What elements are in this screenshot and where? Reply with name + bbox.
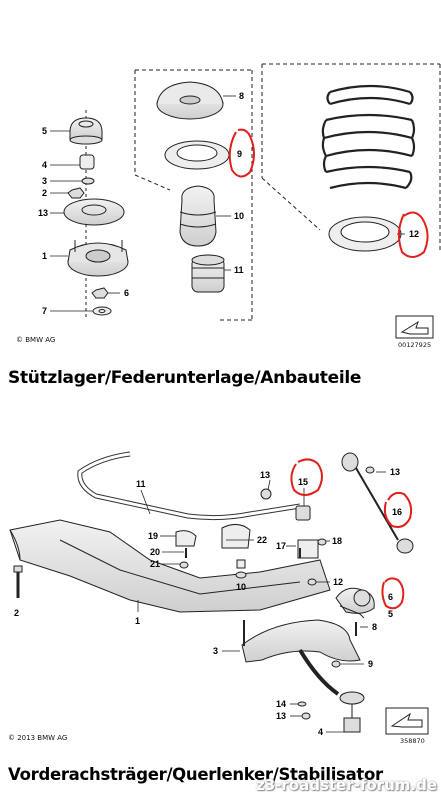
front-axle-carrier <box>9 519 331 613</box>
part-9-spring-pad <box>164 140 230 170</box>
label-part-18: 18 <box>332 536 342 546</box>
top-diagram <box>50 63 441 321</box>
label-part-12: 12 <box>409 229 419 239</box>
circle-mark-part-16 <box>383 491 413 528</box>
label-part-13: 13 <box>38 208 48 218</box>
part-18-nut <box>317 538 327 546</box>
circle-mark-part-12 <box>398 211 429 258</box>
part-13-plate <box>63 198 125 226</box>
part-12-nut <box>307 578 317 586</box>
copyright-top: © BMW AG <box>16 336 56 344</box>
label-part-8: 8 <box>372 622 377 632</box>
direction-arrow-icon-top <box>395 315 434 339</box>
part-1-support-bearing <box>67 240 129 277</box>
part-21-nut <box>179 561 189 569</box>
part-2-nut <box>67 187 85 199</box>
label-part-5: 5 <box>42 126 47 136</box>
label-part-13-c: 13 <box>276 711 286 721</box>
red-annotations-top <box>228 128 429 258</box>
caption-top: Stützlager/Federunterlage/Anbauteile <box>8 368 362 388</box>
dashed-frame-middle <box>134 69 253 321</box>
part-12-lower-spring-pad <box>328 216 402 252</box>
part-13-bushing <box>260 488 272 500</box>
part-6-rubber-mount <box>335 587 375 614</box>
label-part-7: 7 <box>42 306 47 316</box>
red-annotations-bottom <box>290 458 413 610</box>
label-part-14: 14 <box>276 699 286 709</box>
part-5-mount-cap <box>69 117 103 145</box>
label-part-9: 9 <box>368 659 373 669</box>
part-5-bracket <box>339 605 365 619</box>
label-part-22: 22 <box>257 535 267 545</box>
part-3-control-arm <box>241 619 361 663</box>
label-part-10: 10 <box>234 211 244 221</box>
label-part-3: 3 <box>213 646 218 656</box>
leader-lines <box>50 95 405 312</box>
part-8-upper-spring-seat <box>156 81 224 120</box>
part-11-dust-boot <box>191 254 225 293</box>
doc-number-bottom: 358870 <box>400 737 425 745</box>
label-part-2: 2 <box>42 188 47 198</box>
circle-mark-part-15 <box>290 458 323 496</box>
label-part-1: 1 <box>135 616 140 626</box>
label-part-19: 19 <box>148 531 158 541</box>
part-3-washer <box>81 177 95 185</box>
coil-spring <box>321 84 416 190</box>
label-part-21: 21 <box>150 559 160 569</box>
part-14-washer <box>297 701 307 707</box>
circle-mark-part-9 <box>228 128 255 178</box>
part-19-bushing <box>175 530 197 547</box>
part-16-stabilizer-link <box>341 452 414 554</box>
part-22-clamp <box>221 524 251 549</box>
part-6-nut <box>91 287 109 299</box>
label-part-12: 12 <box>333 577 343 587</box>
label-part-1: 1 <box>42 251 47 261</box>
part-4-ball-joint <box>339 691 365 733</box>
label-part-5: 5 <box>388 609 393 619</box>
part-9-nut <box>331 660 341 668</box>
part-2-bolt <box>13 565 23 598</box>
label-part-17: 17 <box>276 541 286 551</box>
watermark: z3-roadster-forum.de <box>256 776 437 794</box>
part-7-washer <box>92 306 112 316</box>
label-part-11: 11 <box>136 479 146 489</box>
label-part-20: 20 <box>150 547 160 557</box>
label-part-10: 10 <box>236 582 246 592</box>
circle-mark-part-6 <box>381 577 405 610</box>
leader-lines-bottom <box>137 471 386 733</box>
copyright-bottom: © 2013 BMW AG <box>8 734 68 742</box>
label-part-9: 9 <box>237 149 242 159</box>
doc-number-top: 00127925 <box>398 341 432 349</box>
label-part-4: 4 <box>42 160 47 170</box>
label-part-13-a: 13 <box>260 470 270 480</box>
label-part-2: 2 <box>14 608 19 618</box>
label-part-11: 11 <box>234 265 244 275</box>
label-part-6: 6 <box>124 288 129 298</box>
stabilizer-bar <box>77 451 301 521</box>
part-13-nut-lower <box>301 712 311 720</box>
label-part-3: 3 <box>42 176 47 186</box>
direction-arrow-icon-bottom <box>385 707 429 735</box>
bottom-diagram <box>9 451 414 733</box>
label-part-13-b: 13 <box>390 467 400 477</box>
label-part-4: 4 <box>318 727 323 737</box>
dashed-frame-right <box>261 63 441 250</box>
label-part-8: 8 <box>239 91 244 101</box>
part-10-nut <box>235 559 247 579</box>
caption-bottom: Vorderachsträger/Querlenker/Stabilisator <box>8 765 383 784</box>
label-part-15: 15 <box>298 477 308 487</box>
part-15-link-bracket <box>295 505 319 559</box>
part-10-bump-stop <box>179 185 217 247</box>
label-part-6: 6 <box>388 592 393 602</box>
part-4-bushing <box>79 154 95 170</box>
label-part-16: 16 <box>392 507 402 517</box>
